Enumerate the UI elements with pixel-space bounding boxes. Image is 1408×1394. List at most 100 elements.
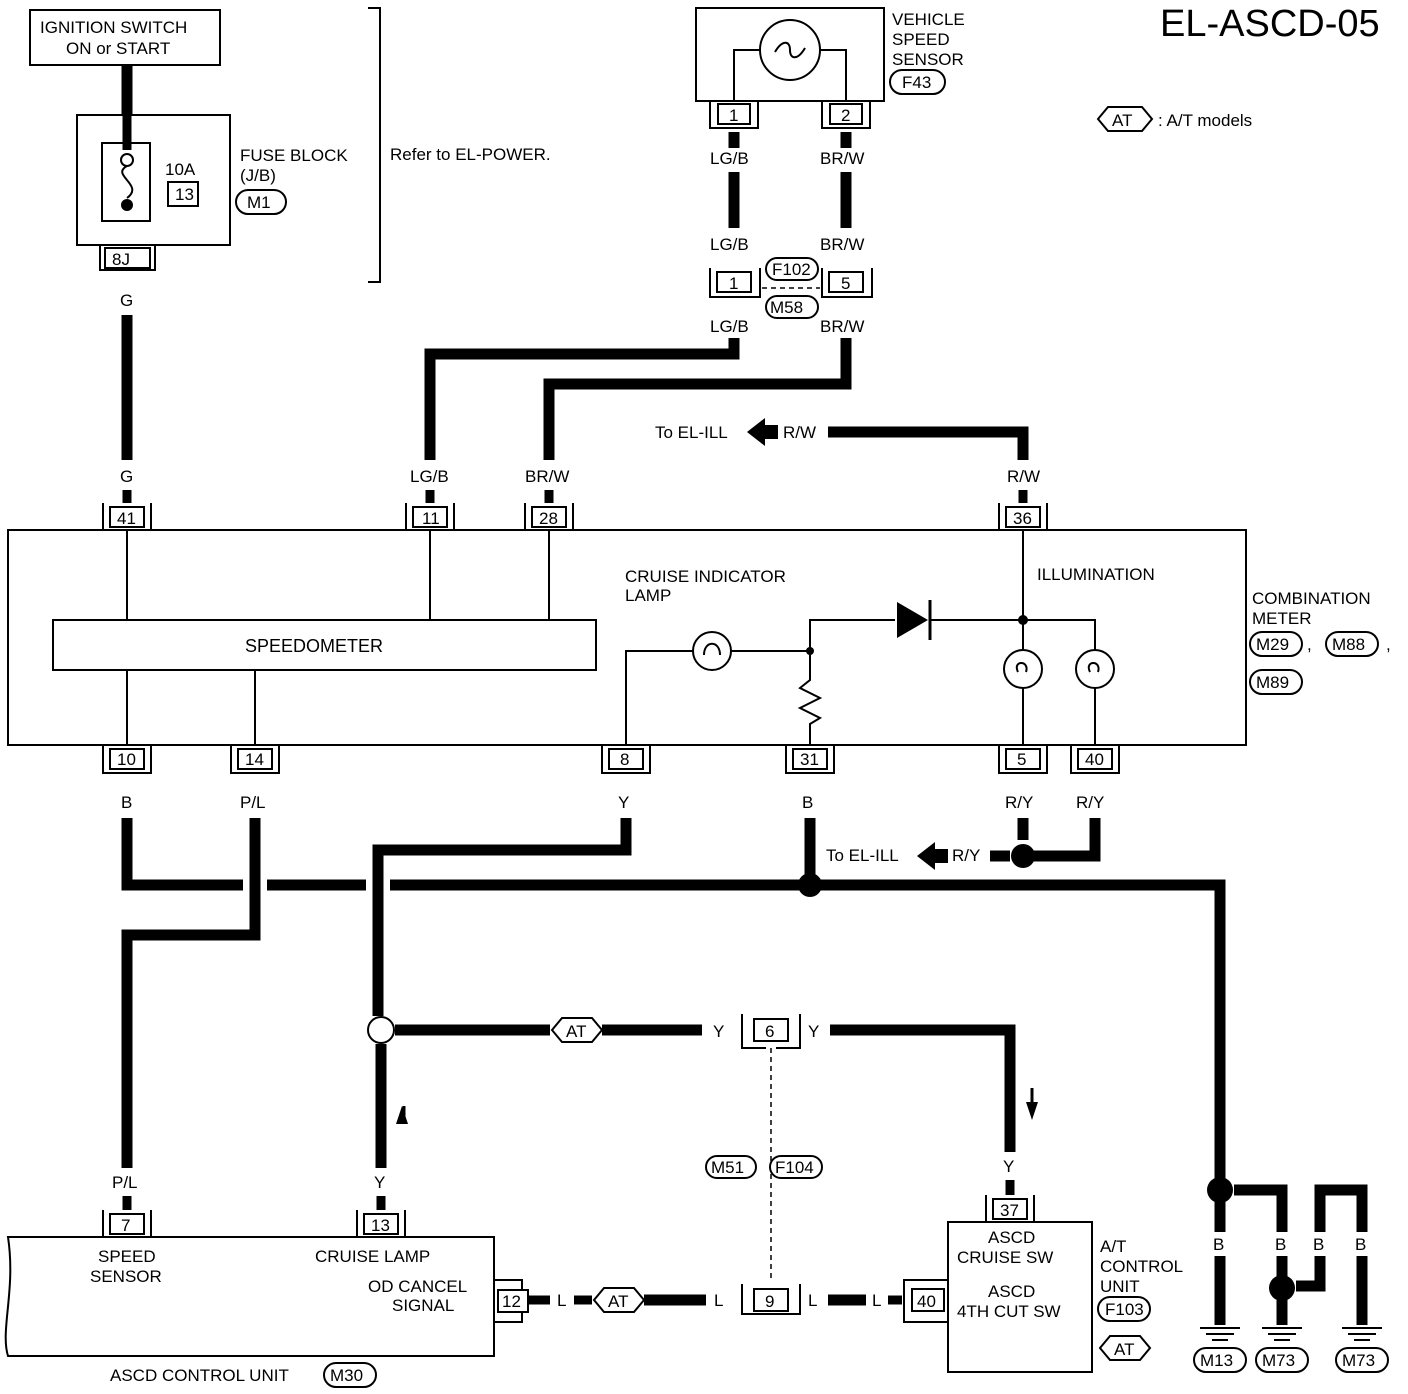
svg-text:CRUISE SW: CRUISE SW (957, 1248, 1053, 1267)
svg-text:BR/W: BR/W (820, 149, 864, 168)
ground-icon (1262, 1327, 1302, 1341)
svg-text:(J/B): (J/B) (240, 166, 276, 185)
svg-text:COMBINATION: COMBINATION (1252, 589, 1371, 608)
svg-text:12: 12 (502, 1292, 521, 1311)
svg-text:5: 5 (841, 274, 850, 293)
svg-text:M89: M89 (1256, 673, 1289, 692)
svg-text:M30: M30 (330, 1366, 363, 1385)
vss-pin-2: 2 (821, 101, 871, 129)
svg-text:36: 36 (1013, 509, 1032, 528)
atcu-label: A/T CONTROL UNIT F103 AT (1097, 1237, 1183, 1361)
wire-b-m73b (1296, 1184, 1368, 1292)
svg-text:M88: M88 (1332, 635, 1365, 654)
svg-text:31: 31 (800, 750, 819, 769)
atcu-pin-40: 40 (903, 1279, 948, 1323)
svg-text:ASCD: ASCD (988, 1282, 1035, 1301)
svg-text:VEHICLE: VEHICLE (892, 10, 965, 29)
svg-text:LAMP: LAMP (625, 586, 671, 605)
illumination-bulb-icon (1003, 649, 1043, 689)
to-el-ill-mid: To EL-ILL R/Y (826, 842, 980, 870)
svg-text:AT: AT (1114, 1340, 1134, 1359)
svg-text:1: 1 (729, 274, 738, 293)
svg-text:M51: M51 (711, 1158, 744, 1177)
svg-text:8J: 8J (112, 250, 130, 269)
meter-pin-28: 28 (524, 503, 574, 531)
svg-text:13: 13 (371, 1216, 390, 1235)
svg-text:M73: M73 (1342, 1351, 1375, 1370)
svg-text:G: G (120, 467, 133, 486)
fuse-amps: 10A (165, 160, 196, 179)
svg-text:SENSOR: SENSOR (90, 1267, 162, 1286)
svg-text:METER: METER (1252, 609, 1312, 628)
ascd-pin-7: 7 (102, 1210, 152, 1238)
combination-meter: 41 11 28 36 SPEEDOMETER CRUISE INDICATOR… (7, 490, 1247, 774)
svg-text:CONTROL: CONTROL (1100, 1257, 1183, 1276)
svg-text:BR/W: BR/W (820, 235, 864, 254)
wire-pl (121, 818, 261, 1168)
svg-text:10: 10 (117, 750, 136, 769)
fuse-number: 13 (175, 185, 194, 204)
ground-label-m73: M73 (1255, 1347, 1309, 1373)
arrow-up-icon (396, 1106, 408, 1124)
vehicle-speed-sensor: VEHICLE SPEED SENSOR F43 1 2 (695, 7, 965, 129)
svg-text:BR/W: BR/W (525, 467, 569, 486)
power-bracket (368, 7, 381, 283)
at-tag: AT (592, 1287, 646, 1313)
wire-rw (828, 426, 1029, 460)
ascd-unit-label: ASCD CONTROL UNIT M30 (110, 1362, 377, 1388)
svg-text:F104: F104 (775, 1158, 814, 1177)
joint-pin-6: 6 (741, 1014, 801, 1049)
meter-pin-8: 8 (601, 745, 651, 774)
svg-text:LG/B: LG/B (710, 235, 749, 254)
legend: AT : A/T models (1096, 106, 1252, 132)
at-control-unit: 37 40 ASCD CRUISE SW ASCD 4TH CUT SW (903, 1180, 1093, 1373)
cruise-indicator-lamp-icon (692, 631, 732, 671)
svg-text:7: 7 (121, 1216, 130, 1235)
svg-text:B: B (121, 793, 132, 812)
svg-text:F43: F43 (902, 73, 931, 92)
svg-text:LG/B: LG/B (710, 149, 749, 168)
svg-text:6: 6 (765, 1022, 774, 1041)
svg-text:11: 11 (422, 509, 440, 528)
svg-text:Y: Y (713, 1022, 724, 1041)
legend-text: : A/T models (1158, 111, 1252, 130)
joint-connector-m51-f104: M51 F104 (705, 1155, 823, 1179)
wire-ry (1017, 818, 1101, 862)
to-el-ill-top: To EL-ILL R/W (655, 418, 816, 446)
fuse-conn: M1 (247, 193, 271, 212)
splice-b (798, 873, 822, 897)
pin-8J: 8J (99, 245, 156, 271)
ground-label-m13: M13 (1193, 1347, 1247, 1373)
svg-text:Y: Y (374, 1173, 385, 1192)
svg-text:A/T: A/T (1100, 1237, 1126, 1256)
svg-text:14: 14 (245, 750, 264, 769)
svg-text:B: B (1355, 1235, 1366, 1254)
joint-pin-9: 9 (741, 1284, 801, 1315)
svg-text:P/L: P/L (112, 1173, 138, 1192)
legend-tag: AT (1112, 111, 1132, 130)
svg-text:ASCD: ASCD (988, 1228, 1035, 1247)
illumination-bulb-icon (1075, 649, 1115, 689)
splice-ground-2 (1269, 1275, 1295, 1301)
svg-text:ILLUMINATION: ILLUMINATION (1037, 565, 1155, 584)
svg-text:SENSOR: SENSOR (892, 50, 964, 69)
page-title: EL-ASCD-05 (1160, 3, 1380, 45)
svg-text:41: 41 (117, 509, 136, 528)
meter-pin-10: 10 (102, 745, 152, 774)
meter-pin-5: 5 (998, 745, 1048, 774)
svg-text:LG/B: LG/B (710, 317, 749, 336)
svg-text:ON or START: ON or START (66, 39, 170, 58)
svg-text:CRUISE LAMP: CRUISE LAMP (315, 1247, 430, 1266)
svg-text:To EL-ILL: To EL-ILL (655, 423, 728, 442)
svg-text:8: 8 (620, 750, 629, 769)
svg-text:9: 9 (765, 1292, 774, 1311)
ground-icon (1342, 1327, 1382, 1341)
joint-connector-f102-m58: 1 5 F102 M58 (709, 257, 873, 319)
speedometer-label: SPEEDOMETER (245, 636, 383, 656)
ascd-control-unit: 7 13 12 SPEED SENSOR CRUISE LAMP OD CANC… (4, 1196, 529, 1357)
atcu-pin-37: 37 (985, 1195, 1035, 1223)
wire-brw-2 (543, 338, 852, 460)
ground-icon (1200, 1327, 1240, 1341)
svg-text:28: 28 (539, 509, 558, 528)
at-tag: AT (550, 1017, 604, 1043)
